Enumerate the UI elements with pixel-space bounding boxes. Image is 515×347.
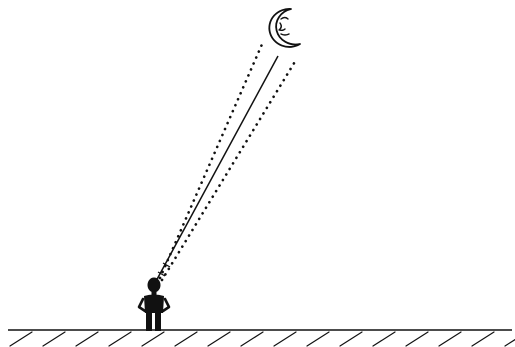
observer-torso bbox=[144, 295, 164, 314]
dotted-boundary-right bbox=[162, 60, 296, 280]
ground-hatch-stroke bbox=[109, 332, 131, 346]
ground-hatch-stroke bbox=[373, 332, 395, 346]
sight-line bbox=[155, 56, 278, 283]
observer-left-leg bbox=[146, 312, 152, 331]
ground bbox=[8, 330, 515, 346]
ground-hatch-stroke bbox=[505, 332, 515, 346]
moon-nose bbox=[279, 23, 285, 30]
ground-hatch-stroke bbox=[340, 332, 362, 346]
ground-hatch-stroke bbox=[43, 332, 65, 346]
ground-hatch-stroke bbox=[274, 332, 296, 346]
ground-hatch-stroke bbox=[439, 332, 461, 346]
dotted-boundary-left bbox=[160, 42, 263, 278]
ground-hatch-stroke bbox=[142, 332, 164, 346]
ground-hatch-stroke bbox=[10, 332, 32, 346]
ground-hatch-stroke bbox=[406, 332, 428, 346]
ground-hatch-stroke bbox=[472, 332, 494, 346]
ground-hatch-stroke bbox=[307, 332, 329, 346]
observer-figure bbox=[139, 278, 169, 332]
moon-icon bbox=[269, 9, 300, 47]
ground-hatching bbox=[10, 332, 515, 346]
observer-right-leg bbox=[155, 312, 161, 331]
observer-head bbox=[148, 278, 161, 293]
ground-hatch-stroke bbox=[241, 332, 263, 346]
observer-neck bbox=[152, 291, 157, 295]
ground-hatch-stroke bbox=[208, 332, 230, 346]
ground-hatch-stroke bbox=[76, 332, 98, 346]
moon-mouth bbox=[281, 34, 289, 35]
moon-eye bbox=[281, 18, 288, 20]
ground-hatch-stroke bbox=[175, 332, 197, 346]
